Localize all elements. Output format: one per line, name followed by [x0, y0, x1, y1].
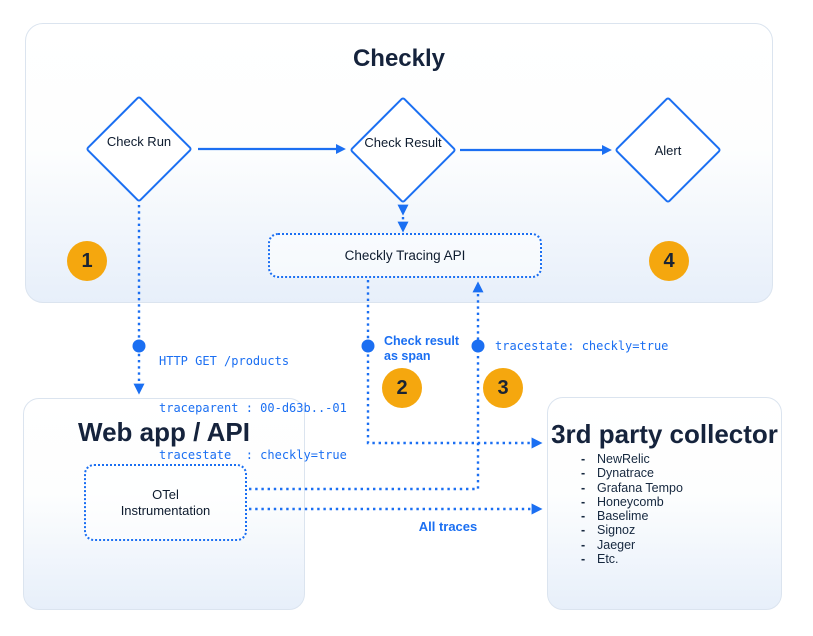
alert-label: Alert [654, 143, 682, 158]
list-item-label: Jaeger [597, 537, 636, 552]
list-item-label: Grafana Tempo [597, 480, 683, 495]
dash-bullet: - [581, 480, 586, 495]
checkly-tracing-api-box: Checkly Tracing API [268, 233, 542, 278]
otel-instrumentation-box: OTel Instrumentation [84, 464, 247, 541]
check-result-label: Check Result [364, 135, 442, 150]
list-item: -Baselime [581, 509, 683, 523]
list-item: -Grafana Tempo [581, 481, 683, 495]
step-badge-3: 3 [483, 368, 523, 408]
collector-panel [547, 397, 782, 610]
wire-dot-1 [132, 339, 146, 353]
checkly-panel-title: Checkly [352, 45, 446, 72]
collector-panel-title: 3rd party collector [551, 419, 778, 449]
list-item: -Dynatrace [581, 466, 683, 480]
web-app-panel-title: Web app / API [78, 417, 250, 447]
list-item-label: Dynatrace [597, 466, 654, 481]
tracestate-label: tracestate: checkly=true [495, 339, 669, 353]
http-request-line: tracestate : checkly=true [159, 448, 347, 463]
step-badge-1: 1 [67, 241, 107, 281]
dash-bullet: - [581, 466, 586, 481]
wire-dot-3 [471, 339, 485, 353]
check-result-as-span-label: Check result as span [384, 334, 460, 363]
list-item-label: NewRelic [597, 452, 650, 466]
collector-list: -NewRelic -Dynatrace -Grafana Tempo -Hon… [581, 452, 683, 566]
all-traces-label: All traces [418, 519, 478, 534]
list-item: -NewRelic [581, 452, 683, 466]
check-run-label: Check Run [106, 134, 172, 149]
list-item-label: Honeycomb [597, 494, 664, 509]
dash-bullet: - [581, 552, 586, 567]
list-item-label: Baselime [597, 509, 649, 524]
http-request-line: HTTP GET /products [159, 353, 290, 368]
http-request-line: traceparent : 00-d63b..-01 [159, 400, 347, 415]
dash-bullet: - [581, 494, 586, 509]
step-badge-4: 4 [649, 241, 689, 281]
dash-bullet: - [581, 523, 586, 538]
dash-bullet: - [581, 509, 586, 524]
list-item: -Etc. [581, 552, 683, 566]
step-badge-2: 2 [382, 368, 422, 408]
list-item-label: Etc. [597, 552, 619, 567]
list-item: -Honeycomb [581, 495, 683, 509]
list-item-label: Signoz [597, 523, 636, 538]
wire-dot-2 [361, 339, 375, 353]
dash-bullet: - [581, 537, 586, 552]
list-item: -Jaeger [581, 538, 683, 552]
dash-bullet: - [581, 452, 586, 466]
http-request-label: HTTP GET /products traceparent : 00-d63b… [159, 322, 347, 496]
list-item: -Signoz [581, 523, 683, 537]
